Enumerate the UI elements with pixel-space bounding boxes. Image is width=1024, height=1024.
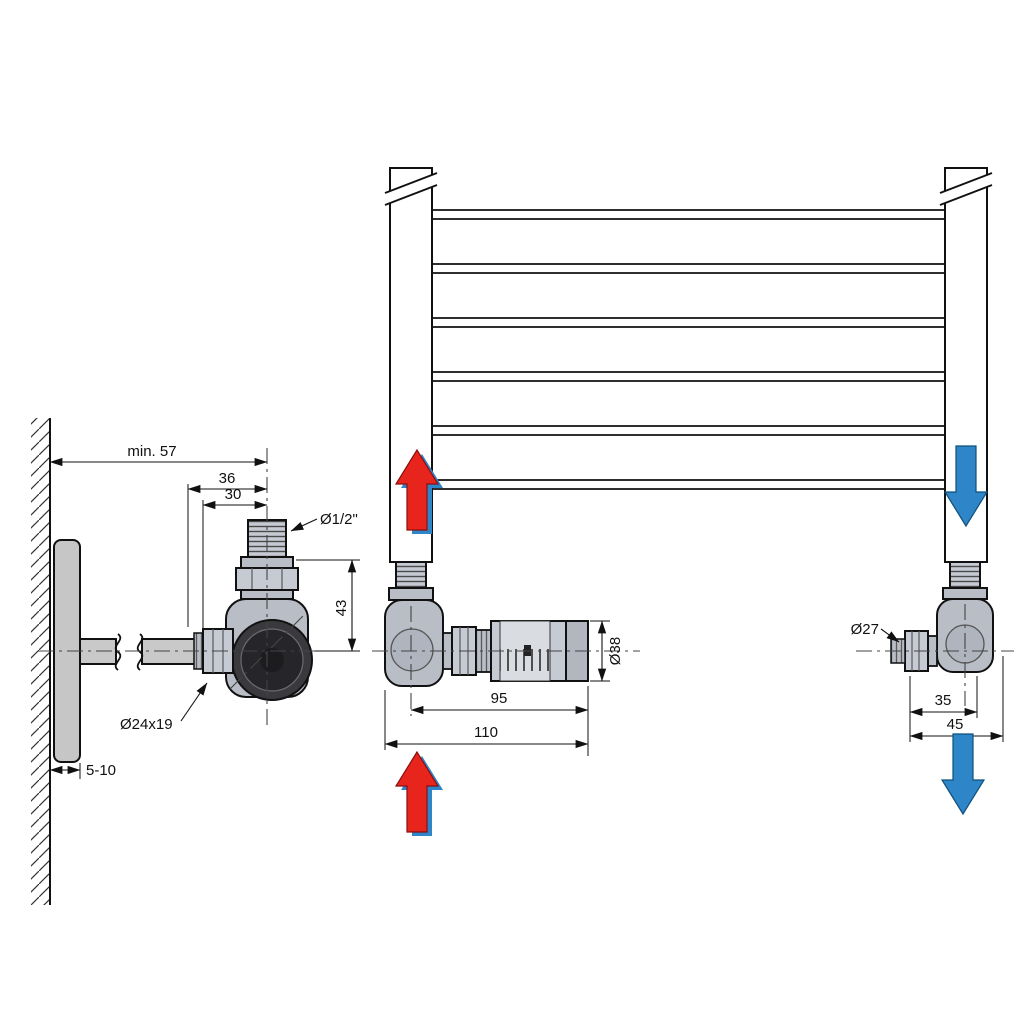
right-column-break-gap bbox=[940, 173, 992, 205]
label-nut-size: Ø24x19 bbox=[120, 716, 173, 733]
dimension-text-wall-gap: 5-10 bbox=[86, 762, 116, 779]
centerline-diagonal bbox=[229, 612, 307, 690]
leader-line-thread-size bbox=[290, 518, 318, 532]
left-detail-view: min. 57 36 30 Ø1/2" 43 Ø24x19 5-10 bbox=[31, 418, 360, 905]
label-thread-size: Ø1/2" bbox=[320, 511, 358, 528]
dimension-text-110: 110 bbox=[474, 724, 498, 741]
label-dia27: Ø27 bbox=[851, 621, 879, 638]
valve-inlet-thread bbox=[395, 561, 427, 589]
right-column-break-line bbox=[939, 184, 993, 206]
wall-hatching bbox=[31, 418, 50, 905]
flow-out-arrow-bottom bbox=[940, 733, 986, 816]
extension-lines-left bbox=[79, 484, 360, 779]
leader-line-nut-size bbox=[180, 682, 208, 722]
dimension-text-45: 45 bbox=[947, 716, 964, 733]
flow-in-arrow-top bbox=[394, 448, 440, 531]
left-column-break-line bbox=[384, 172, 438, 194]
flow-out-arrow-top bbox=[943, 445, 989, 528]
dimension-text-dia38: Ø38 bbox=[607, 637, 624, 665]
pipe-break-squiggle-left bbox=[114, 633, 122, 671]
pipe-break-squiggle-right bbox=[136, 633, 144, 671]
valve-face-circle bbox=[390, 628, 434, 672]
dimension-text-43: 43 bbox=[333, 600, 350, 617]
dimension-text-30: 30 bbox=[225, 486, 242, 503]
flow-in-arrow-bottom bbox=[394, 750, 440, 833]
dimension-text-95: 95 bbox=[491, 690, 508, 707]
flow-arrows bbox=[394, 445, 989, 836]
radiator-rungs bbox=[431, 209, 946, 490]
dimension-text-35: 35 bbox=[935, 692, 952, 709]
corner-valve-left bbox=[193, 519, 313, 701]
valve-collar bbox=[942, 587, 988, 600]
left-column-break-gap bbox=[385, 173, 437, 205]
left-column-break-line bbox=[384, 184, 438, 206]
dimension-text-36: 36 bbox=[219, 470, 236, 487]
valve-inlet-thread bbox=[949, 561, 981, 589]
right-valve-assembly: Ø27 35 45 bbox=[851, 561, 1014, 742]
right-column-break-line bbox=[939, 172, 993, 194]
valve-collar bbox=[388, 587, 434, 601]
valve-side-outlet-bore bbox=[260, 648, 284, 672]
dimension-text-min57: min. 57 bbox=[127, 443, 176, 460]
leader-line-dia27 bbox=[880, 628, 900, 643]
middle-valve-assembly: Ø38 95 110 bbox=[372, 561, 640, 756]
towel-radiator bbox=[384, 167, 993, 563]
